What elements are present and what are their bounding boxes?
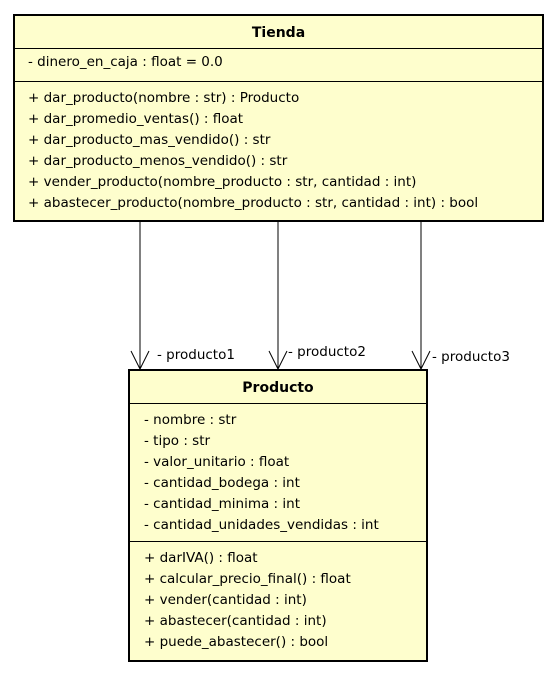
attributes-compartment: - nombre : str - tipo : str - valor_unit…	[130, 403, 426, 541]
attribute: - nombre : str	[144, 412, 237, 428]
attribute: - cantidad_minima : int	[144, 496, 300, 512]
method: + dar_promedio_ventas() : float	[28, 111, 244, 127]
association-label-producto1: - producto1	[157, 347, 235, 363]
association-label-producto3: - producto3	[432, 349, 510, 365]
attribute: - cantidad_unidades_vendidas : int	[144, 517, 379, 533]
class-producto: Producto - nombre : str - tipo : str - v…	[128, 369, 428, 662]
attribute: - valor_unitario : float	[144, 454, 290, 470]
method: + dar_producto_mas_vendido() : str	[28, 132, 271, 148]
method: + puede_abastecer() : bool	[144, 634, 329, 650]
method: + dar_producto(nombre : str) : Producto	[28, 90, 300, 106]
association-arrow-producto2	[268, 222, 288, 371]
method: + abastecer_producto(nombre_producto : s…	[28, 195, 479, 211]
association-label-producto2: - producto2	[288, 344, 366, 360]
methods-compartment: + darIVA() : float + calcular_precio_fin…	[130, 541, 426, 653]
attribute: - cantidad_bodega : int	[144, 475, 300, 491]
class-name: Tienda	[251, 25, 306, 41]
method: + calcular_precio_final() : float	[144, 571, 351, 587]
method: + dar_producto_menos_vendido() : str	[28, 153, 288, 169]
class-tienda: Tienda - dinero_en_caja : float = 0.0 + …	[13, 14, 544, 222]
method: + darIVA() : float	[144, 550, 258, 566]
class-name: Producto	[242, 380, 314, 396]
method: + vender_producto(nombre_producto : str,…	[28, 174, 417, 190]
method: + abastecer(cantidad : int)	[144, 613, 327, 629]
attribute: - tipo : str	[144, 433, 211, 449]
attributes-compartment: - dinero_en_caja : float = 0.0	[15, 48, 542, 81]
association-arrow-producto1	[130, 222, 150, 371]
methods-compartment: + dar_producto(nombre : str) : Producto …	[15, 81, 542, 214]
method: + vender(cantidad : int)	[144, 592, 307, 608]
attribute: - dinero_en_caja : float = 0.0	[28, 54, 223, 70]
association-arrow-producto3	[411, 222, 431, 371]
